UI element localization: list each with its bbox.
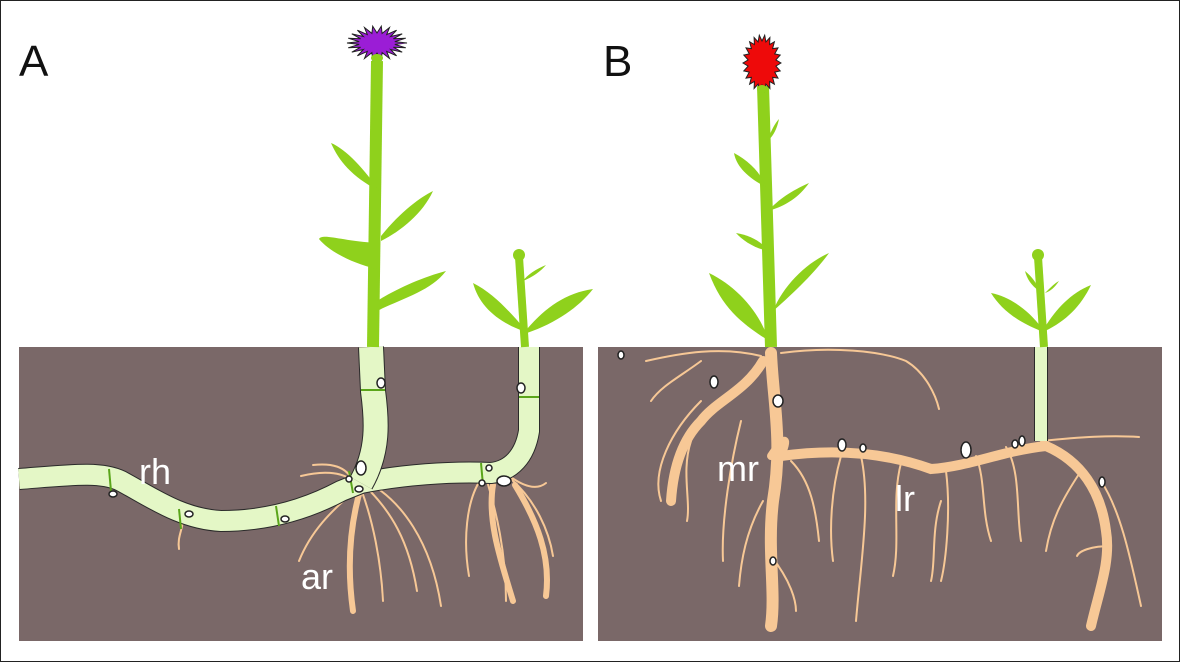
panel-b-soil: [598, 347, 1162, 641]
panel-a-letter: A: [19, 37, 49, 86]
panel-b-main-shoot: [709, 85, 829, 348]
label-rh: rh: [139, 451, 171, 492]
panel-b-flower-head: [742, 33, 782, 93]
panel-a-rhizome: [18, 346, 540, 533]
panel-b: B: [598, 33, 1162, 641]
panel-b-buds: [617, 350, 1106, 566]
panel-a-flower: [346, 24, 408, 62]
panel-a-flower-head: [346, 24, 408, 62]
panel-b-main-root: [666, 347, 1113, 632]
panel-a-thick-roots: [346, 482, 550, 614]
panel-a-main-shoot: [319, 60, 446, 348]
panel-a-buds: [108, 377, 526, 523]
label-ar: ar: [301, 556, 333, 597]
panel-b-small-shoot: [991, 249, 1091, 441]
panel-a: A: [18, 24, 593, 641]
panel-a-small-shoot: [473, 249, 593, 348]
label-mr: mr: [717, 448, 759, 489]
label-lr: lr: [895, 478, 915, 519]
panel-b-flower: [742, 33, 782, 93]
panel-b-letter: B: [603, 37, 632, 86]
